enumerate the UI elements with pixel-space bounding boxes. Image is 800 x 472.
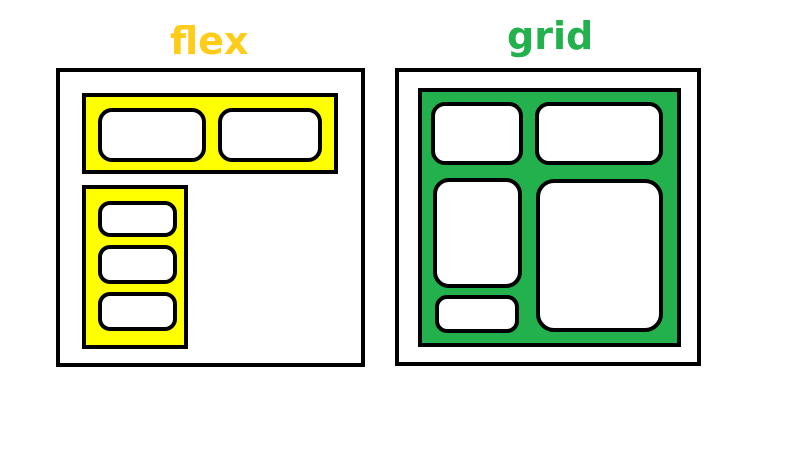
flex-column-item [98,201,177,237]
grid-title: grid [507,14,594,58]
grid-diagram [395,68,701,366]
flex-column-item [98,292,177,331]
flex-column-item [98,245,177,284]
grid-cell [535,102,663,165]
grid-cell [435,295,519,333]
grid-cell [536,179,663,332]
flex-row-item [98,108,206,162]
flex-diagram [56,68,365,367]
flex-row-item [218,108,322,162]
flex-title: flex [170,19,249,63]
grid-cell [433,178,522,288]
grid-cell [431,102,523,165]
